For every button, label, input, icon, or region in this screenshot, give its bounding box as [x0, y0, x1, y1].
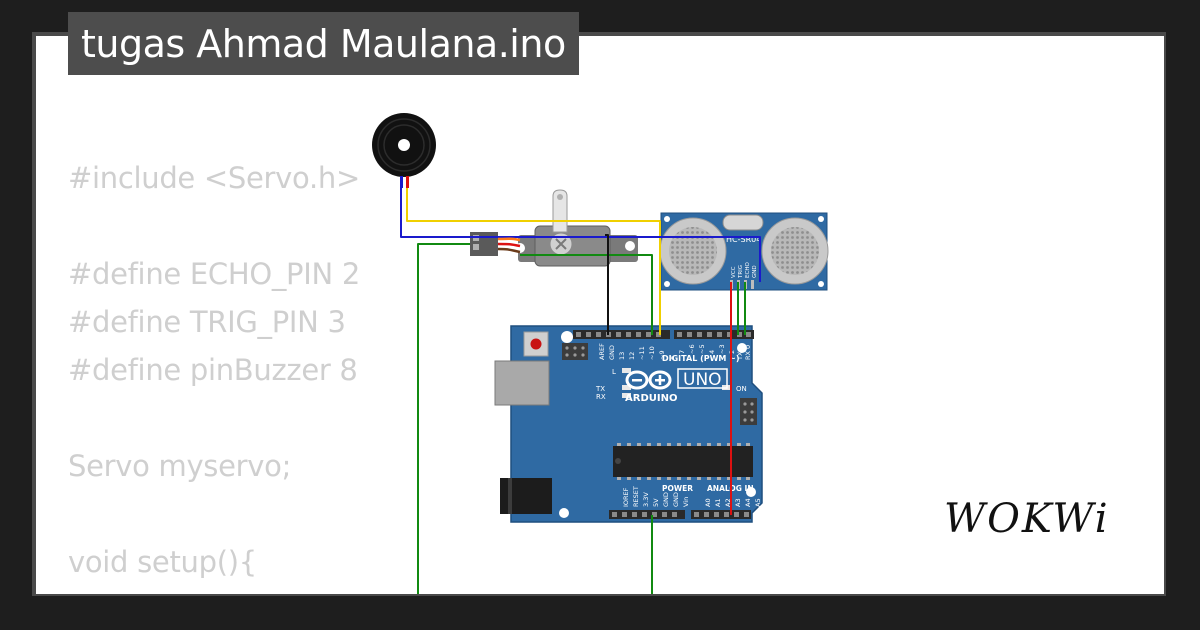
pin-label-a1: A1 — [714, 498, 722, 507]
led-label-on: ON — [736, 385, 747, 393]
pin-label-7: 7 — [678, 350, 686, 354]
pin-label-trig: TRIG — [738, 265, 744, 279]
wire-blue — [400, 188, 761, 282]
led-l — [622, 368, 631, 373]
pin-label-a0: A0 — [704, 498, 712, 507]
project-title-badge: tugas Ahmad Maulana.ino — [68, 12, 579, 75]
pin-label-10: ~10 — [648, 346, 656, 360]
sensor-label: HC-SR04 — [726, 235, 761, 244]
power-label: POWER — [662, 484, 693, 493]
board-brand: ARDUINO — [625, 393, 677, 404]
pin-label-a4: A4 — [744, 498, 752, 507]
buzzer[interactable] — [372, 113, 436, 188]
pin-label-12: 12 — [628, 352, 636, 360]
pin-label-a3: A3 — [734, 498, 742, 507]
power-jack — [500, 478, 552, 514]
icsp-header — [562, 343, 588, 360]
power-analog-header[interactable] — [609, 510, 751, 519]
usb-port — [494, 360, 550, 406]
pin-label-gnd: GND — [608, 345, 616, 360]
pin-label-5: ~5 — [698, 344, 706, 354]
pin-label-13: 13 — [618, 352, 626, 360]
pin-label-vcc: VCC — [731, 266, 737, 278]
arduino-logo-icon — [625, 370, 672, 390]
board-model: UNO — [683, 370, 722, 390]
code-line: Servo myservo; — [68, 449, 292, 483]
mounting-hole — [561, 331, 573, 343]
code-line: #define TRIG_PIN 3 — [68, 305, 346, 339]
wire-yellow — [406, 188, 661, 335]
pin-label-rx: RX 0 — [744, 345, 752, 360]
wire-green-servo-power — [417, 243, 470, 594]
pin-label-ioref: IOREF — [622, 487, 630, 507]
pin-label-8: 8 — [668, 356, 676, 360]
mounting-hole — [559, 508, 569, 518]
led-rx — [622, 393, 631, 398]
led-label-l: L — [612, 368, 616, 376]
pin-label-a2: A2 — [724, 498, 732, 507]
digital-label: DIGITAL (PWM ~) — [662, 354, 740, 363]
mounting-hole — [746, 487, 756, 497]
pin-label-5v: 5V — [652, 498, 660, 507]
wire-black-gnd — [605, 234, 609, 335]
code-line: #define pinBuzzer 8 — [68, 353, 358, 387]
pin-label-4: 4 — [708, 350, 716, 354]
pin-label-vin: Vin — [682, 497, 690, 507]
code-line: #define ECHO_PIN 2 — [68, 257, 360, 291]
wires — [400, 188, 761, 594]
pin-label-gnd-sensor: GND — [752, 265, 758, 278]
pin-label-tx: TX 1 — [736, 345, 744, 361]
wire-green-servo-signal — [520, 254, 653, 335]
mounting-hole — [737, 343, 747, 353]
wokwi-logo-icon[interactable]: WOKWi — [940, 490, 1116, 542]
led-tx — [622, 385, 631, 390]
code-line: pinMode(TRIG_PIN, OUTPUT); — [68, 586, 503, 594]
led-label-rx: RX — [596, 393, 606, 401]
crystal — [722, 214, 764, 231]
ultrasonic-sensor[interactable]: HC-SR04 VCC TRIG ECHO GND — [659, 212, 829, 291]
pin-label-echo: ECHO — [745, 262, 751, 278]
pin-label-3v3: 3.3V — [642, 492, 650, 507]
digital-header[interactable] — [573, 330, 754, 339]
pin-label-reset: RESET — [632, 486, 640, 507]
pin-label-gnd-2: GND — [672, 492, 680, 507]
icsp-header-right — [740, 398, 757, 425]
arduino-uno-board[interactable]: AREF GND 13 12 ~11 ~10 ~9 8 7 ~6 ~5 4 ~3… — [494, 325, 763, 523]
code-line: #include <Servo.h> — [68, 161, 360, 195]
pin-label-9: ~9 — [658, 350, 666, 360]
code-line: void setup(){ — [68, 545, 257, 579]
pin-label-gnd-1: GND — [662, 492, 670, 507]
pin-label-6: ~6 — [688, 344, 696, 354]
pin-label-11: ~11 — [638, 346, 646, 360]
pin-label-a5: A5 — [754, 498, 762, 507]
atmega-chip — [613, 443, 753, 480]
uno-badge — [677, 368, 728, 389]
simulation-canvas[interactable]: #include <Servo.h> #define ECHO_PIN 2 #d… — [36, 36, 1164, 594]
code-preview: #include <Servo.h> #define ECHO_PIN 2 #d… — [68, 154, 502, 594]
pin-label-aref: AREF — [598, 343, 606, 360]
brand-text: WOKWi — [944, 496, 1110, 542]
project-title: tugas Ahmad Maulana.ino — [81, 21, 566, 66]
led-label-tx: TX — [595, 385, 605, 393]
pin-label-3: ~3 — [718, 344, 726, 354]
